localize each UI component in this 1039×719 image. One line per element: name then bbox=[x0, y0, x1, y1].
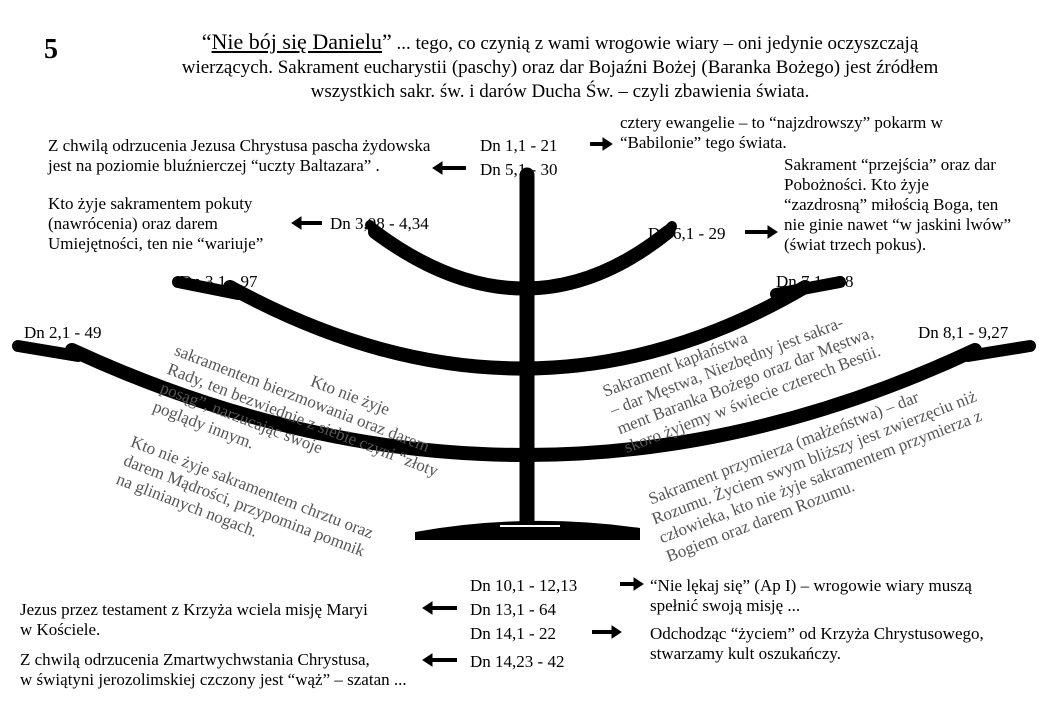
ref-dn-10: Dn 10,1 - 12,13 bbox=[470, 576, 578, 595]
ref-dn-14-1: Dn 14,1 - 22 bbox=[470, 624, 556, 643]
arrow-left-3 bbox=[422, 601, 457, 615]
arrow-left-4 bbox=[422, 653, 457, 667]
ref-dn-3-1: Dn 3,1 - 97 bbox=[180, 272, 258, 291]
header-quote: Nie bój się Danielu bbox=[211, 29, 382, 54]
ref-dn-1: Dn 1,1 - 21 bbox=[480, 136, 558, 155]
arrow-right-3 bbox=[620, 577, 644, 591]
menorah-arm-2 bbox=[223, 280, 812, 376]
ref-dn-14-23: Dn 14,23 - 42 bbox=[470, 652, 565, 671]
arrow-right-2 bbox=[745, 225, 778, 239]
ref-dn-6: Dn 6,1 - 29 bbox=[648, 224, 726, 243]
menorah-base bbox=[415, 520, 640, 540]
arrow-right-1 bbox=[590, 137, 613, 151]
ref-dn-2: Dn 2,1 - 49 bbox=[24, 323, 102, 342]
menorah-arm-1 bbox=[368, 225, 675, 296]
header-line-3: wszystkich sakr. św. i darów Ducha Św. –… bbox=[310, 81, 810, 102]
ref-dn-5: Dn 5,1 - 30 bbox=[480, 160, 558, 179]
ref-dn-7: Dn 7,1 - 28 bbox=[776, 272, 854, 291]
ref-dn-8: Dn 8,1 - 9,27 bbox=[918, 323, 1009, 342]
note-testament: Jezus przez testament z Krzyża wciela mi… bbox=[20, 600, 368, 639]
arrow-right-4 bbox=[592, 625, 622, 639]
note-ewangelie: cztery ewangelie – to “najzdrowszy” poka… bbox=[620, 113, 943, 152]
ref-dn-13: Dn 13,1 - 64 bbox=[470, 600, 556, 619]
note-pokuta: Kto żyje sakramentem pokuty(nawrócenia) … bbox=[48, 194, 264, 253]
header-line-1: “Nie bój się Danielu” ... tego, co czyni… bbox=[201, 29, 919, 55]
header-line-1-rest: ... tego, co czynią z wami wrogowie wiar… bbox=[391, 33, 919, 54]
arrow-left-1 bbox=[432, 161, 466, 175]
page-number: 5 bbox=[44, 34, 58, 65]
arrow-left-2 bbox=[291, 216, 322, 230]
note-kult: Odchodząc “życiem” od Krzyża Chrystusowe… bbox=[650, 624, 984, 663]
menorah-arm-3 bbox=[65, 343, 982, 462]
header-line-2: wierzących. Sakrament eucharystii (pasch… bbox=[181, 57, 939, 78]
note-pascha: Z chwilą odrzucenia Jezusa Chrystusa pas… bbox=[48, 136, 431, 175]
note-waz: Z chwilą odrzucenia Zmartwychwstania Chr… bbox=[20, 650, 407, 689]
ref-dn-3-98: Dn 3,98 - 4,34 bbox=[330, 214, 429, 233]
header-text: “Nie bój się Danielu” ... tego, co czyni… bbox=[100, 30, 1020, 104]
note-nie-lekaj: “Nie lękaj się” (Ap I) – wrogowie wiary … bbox=[650, 576, 972, 615]
